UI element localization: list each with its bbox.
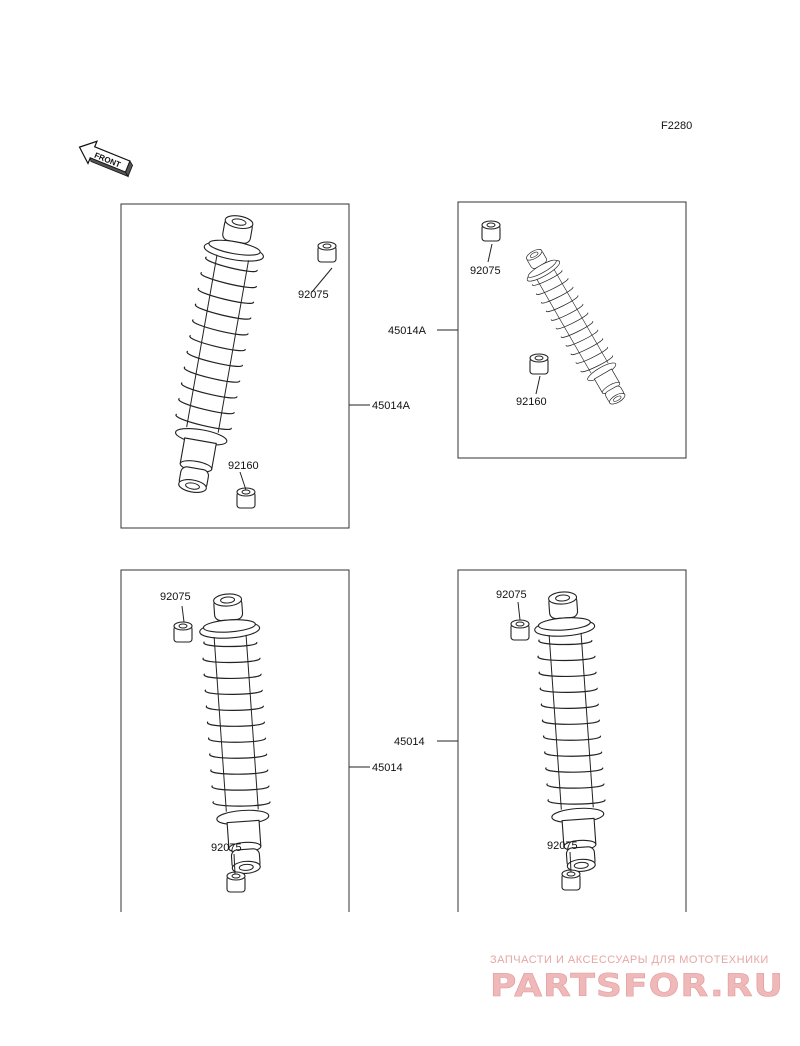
bushing — [510, 619, 530, 641]
bushing — [226, 871, 246, 893]
shock-absorber — [531, 589, 613, 875]
assembly-label: 45014A — [372, 400, 411, 412]
part-label: 92075 — [547, 840, 578, 852]
part-label: 92160 — [228, 460, 259, 472]
bushing — [481, 220, 501, 242]
part-label: 92075 — [160, 591, 191, 603]
bushing — [236, 487, 256, 509]
diagram-code: F2280 — [661, 120, 692, 132]
panel-top-right: 45014A 92075 92160 — [388, 201, 687, 459]
watermark-logo: PARTSFOR.RU — [490, 968, 784, 1004]
watermark: ЗАПЧАСТИ И АКСЕССУАРЫ ДЛЯ МОТОТЕХНИКИ PA… — [490, 954, 784, 1004]
assembly-label: 45014 — [394, 736, 425, 748]
panel-top-left: 45014A 92075 92160 — [120, 203, 411, 529]
part-label: 92075 — [298, 289, 329, 301]
part-label: 92075 — [470, 265, 501, 277]
bushing — [173, 621, 193, 643]
part-label: 92160 — [516, 396, 547, 408]
bushing — [317, 241, 337, 263]
bushing — [529, 353, 549, 375]
panel-bottom-right: 45014 92075 92075 — [394, 569, 687, 912]
shock-absorber — [515, 241, 636, 412]
shock-absorber — [196, 591, 278, 877]
bushing — [561, 869, 581, 891]
watermark-tagline: ЗАПЧАСТИ И АКСЕССУАРЫ ДЛЯ МОТОТЕХНИКИ — [490, 954, 769, 966]
assembly-label: 45014A — [388, 325, 427, 337]
front-direction-arrow-icon: FRONT — [78, 140, 133, 178]
assembly-label: 45014 — [372, 762, 403, 774]
panel-bottom-left: 45014 92075 92075 — [120, 569, 403, 912]
shock-absorber — [161, 210, 271, 498]
part-label: 92075 — [496, 589, 527, 601]
part-label: 92075 — [211, 842, 242, 854]
